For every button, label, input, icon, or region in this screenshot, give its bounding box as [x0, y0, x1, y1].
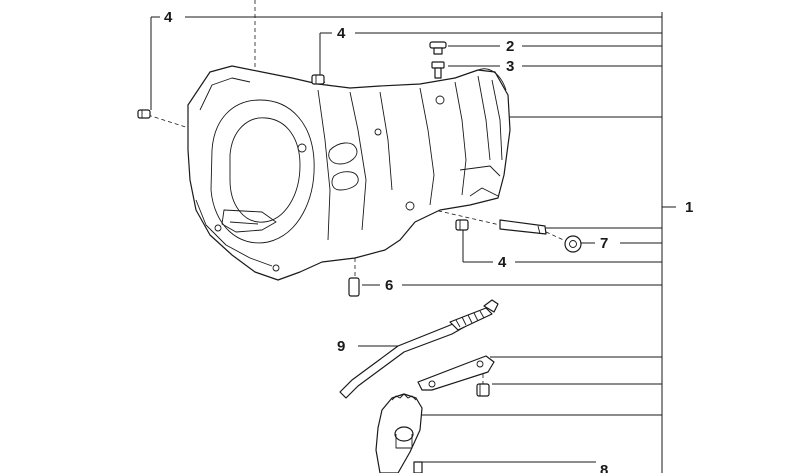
selector-linkage	[339, 299, 499, 473]
callout-7: 7	[600, 235, 608, 252]
screw-part-4a	[137, 109, 151, 119]
screw-part-4c	[455, 219, 469, 231]
washer-part-7	[564, 235, 582, 253]
callout-9: 9	[337, 338, 345, 355]
callout-1: 1	[685, 199, 693, 216]
plug-part-3	[431, 61, 445, 79]
callout-4-top: 4	[164, 9, 173, 26]
callout-4-low: 4	[498, 254, 507, 271]
callout-3: 3	[506, 58, 514, 75]
shaft-part	[499, 219, 547, 235]
callout-4-mid: 4	[337, 25, 346, 42]
small-parts	[137, 41, 582, 297]
assembly-bracket	[661, 12, 676, 473]
callouts: 4 4 2 3 1 7 4 6 9 8	[164, 9, 693, 473]
callout-8: 8	[600, 462, 608, 473]
plug-part-2	[429, 41, 447, 55]
leader-lines	[150, 16, 662, 463]
screw-part-4b	[311, 74, 325, 85]
transmission-housing	[187, 65, 511, 281]
callout-6: 6	[385, 277, 393, 294]
pin-part-6	[348, 277, 360, 297]
callout-2: 2	[506, 38, 514, 55]
